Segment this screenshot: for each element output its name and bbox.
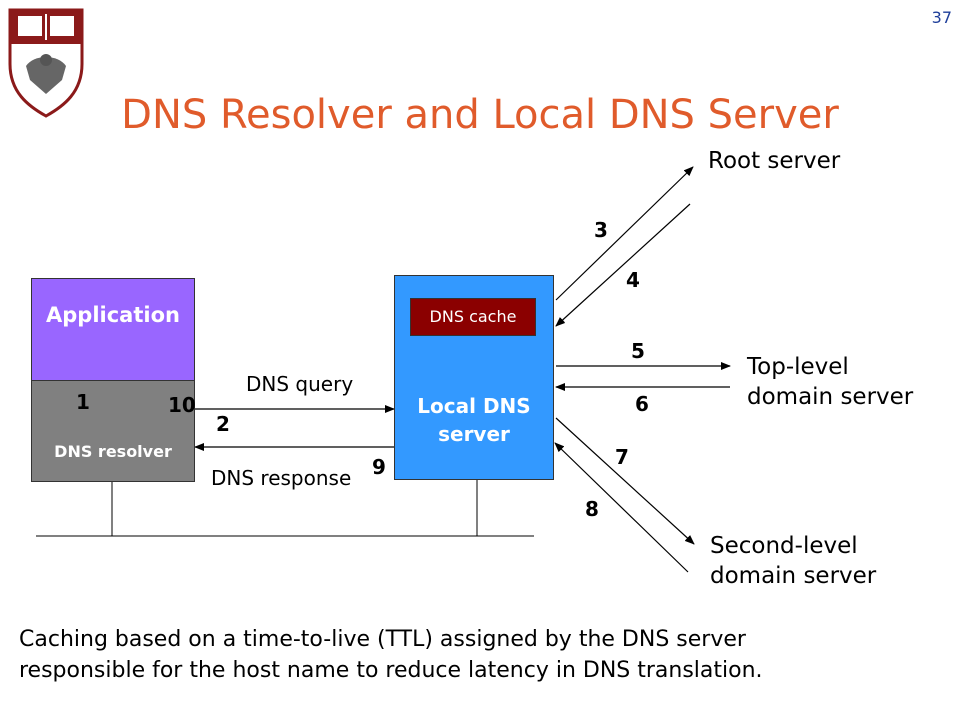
- dns-query-label: DNS query: [246, 372, 354, 396]
- step-7-label: 7: [615, 445, 629, 469]
- dns-resolver-box: DNS resolver: [31, 380, 195, 482]
- step-3-label: 3: [594, 218, 608, 242]
- top-level-server-label: Top-level domain server: [747, 354, 914, 410]
- dns-response-label: DNS response: [211, 466, 352, 490]
- step-4-label: 4: [626, 268, 640, 292]
- step-8-label: 8: [585, 497, 599, 521]
- page-number: 37: [931, 8, 952, 27]
- step-2-label: 2: [216, 412, 230, 436]
- slide-title: DNS Resolver and Local DNS Server: [121, 92, 839, 138]
- application-label: Application: [46, 303, 180, 327]
- second-level-server-label: Second-level domain server: [710, 533, 877, 589]
- step-1-label: 1: [76, 390, 90, 414]
- root-server-label: Root server: [708, 148, 841, 174]
- step-9-label: 9: [372, 455, 386, 479]
- arrow-step-3: [555, 166, 694, 301]
- university-crest-logo: [8, 8, 84, 118]
- step-5-label: 5: [631, 339, 645, 363]
- caption-text: Caching based on a time-to-live (TTL) as…: [19, 627, 763, 683]
- step-10-label: 10: [168, 393, 196, 417]
- application-box: Application: [31, 278, 195, 380]
- dns-cache-box: DNS cache: [410, 298, 536, 336]
- step-6-label: 6: [635, 392, 649, 416]
- arrow-step-7: [555, 417, 695, 545]
- arrow-step-4: [555, 203, 691, 327]
- arrow-step-8: [554, 442, 689, 573]
- dns-resolver-label: DNS resolver: [54, 442, 172, 461]
- local-dns-server-label: Local DNS server: [417, 394, 531, 446]
